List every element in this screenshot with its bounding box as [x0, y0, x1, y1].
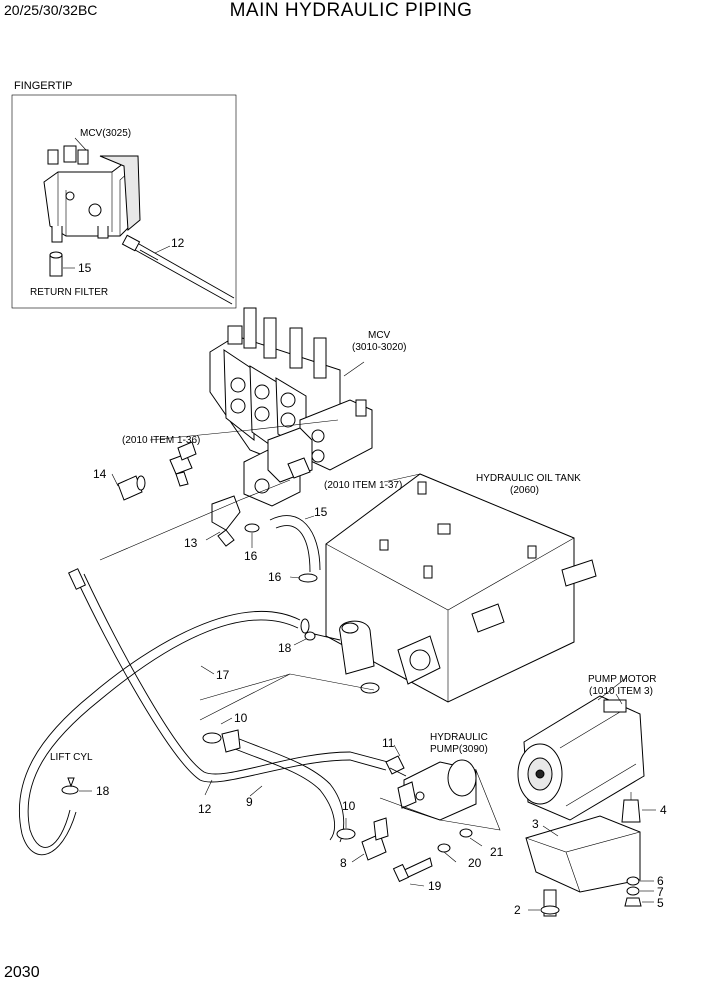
- inset-mcv-label: MCV(3025): [80, 128, 132, 139]
- callout-10b: 10: [342, 799, 356, 813]
- callout-6: 6: [657, 874, 664, 888]
- part-10-clamp: [202, 732, 222, 744]
- callout-4: 4: [660, 803, 667, 817]
- hose-17: [27, 619, 299, 848]
- callout-3: 3: [532, 817, 539, 831]
- callout-18b: 18: [96, 784, 110, 798]
- hydraulic-oil-tank: [325, 473, 597, 703]
- page-title: MAIN HYDRAULIC PIPING: [229, 0, 473, 21]
- pump-motor-ref-label: (1010 ITEM 3): [589, 686, 653, 697]
- callout-10a: 10: [234, 711, 248, 725]
- part-21-washer: [459, 828, 473, 838]
- hose-9: [227, 745, 336, 841]
- part-4-mount: [621, 799, 641, 823]
- fingertip-inset-frame: [11, 94, 237, 309]
- pump-motor-label: PUMP MOTOR: [588, 674, 657, 685]
- model-code: 20/25/30/32BC: [4, 2, 98, 18]
- part-18-lift-cyl: [61, 785, 79, 795]
- item37-label: (2010 ITEM 1-37): [324, 480, 403, 491]
- callout-9: 9: [246, 795, 253, 809]
- part-7-washer: [626, 886, 640, 896]
- item36-label: (2010 ITEM 1-36): [122, 435, 201, 446]
- part-16-clamp: [244, 523, 260, 533]
- part-8-elbow: [361, 833, 387, 861]
- inset-mcv-block: [43, 145, 141, 243]
- callout-17: 17: [216, 668, 230, 682]
- inset-title: FINGERTIP: [14, 80, 73, 92]
- inset-callout-12: 12: [171, 236, 185, 250]
- callout-8: 8: [340, 856, 347, 870]
- inset-return-filter-label: RETURN FILTER: [30, 287, 109, 298]
- part-16-clamp-b: [298, 573, 318, 583]
- inset-hose-12: [127, 245, 233, 305]
- callout-19: 19: [428, 879, 442, 893]
- part-18-fitting: [304, 631, 316, 641]
- callout-14: 14: [93, 467, 107, 481]
- lift-cyl-label: LIFT CYL: [50, 752, 93, 763]
- callout-13: 13: [184, 536, 198, 550]
- part-20-washer: [437, 843, 451, 853]
- oil-tank-ref-label: (2060): [510, 485, 539, 496]
- callout-11: 11: [382, 736, 395, 750]
- part-10-clamp-b: [336, 828, 356, 840]
- hydraulic-pump-label: HYDRAULIC: [430, 732, 488, 743]
- callout-16a: 16: [244, 549, 258, 563]
- callout-21: 21: [490, 845, 504, 859]
- part-14-plug: [117, 475, 143, 501]
- callout-5: 5: [657, 896, 664, 910]
- hydraulic-pump: [397, 759, 477, 821]
- part-13-elbow: [211, 495, 241, 531]
- part-5-nut: [624, 897, 642, 907]
- hose-12: [75, 577, 387, 783]
- callout-2: 2: [514, 903, 521, 917]
- callout-7: 7: [657, 885, 664, 899]
- pump-motor: [517, 695, 645, 821]
- mcv-ref-label: (3010-3020): [352, 342, 407, 353]
- inset-callout-15: 15: [78, 261, 92, 275]
- callout-18a: 18: [278, 641, 292, 655]
- mcv-valve-bank: [209, 307, 373, 507]
- mcv-label: MCV: [368, 330, 391, 341]
- hydraulic-pump-ref-label: PUMP(3090): [430, 744, 488, 755]
- part-3-bracket: [525, 815, 641, 893]
- hose-15: [269, 515, 321, 571]
- part-6-washer: [626, 876, 640, 886]
- callout-15: 15: [314, 505, 328, 519]
- callout-20: 20: [468, 856, 482, 870]
- page-number: 2030: [4, 964, 40, 981]
- part-11-fitting: [385, 755, 405, 775]
- callout-12: 12: [198, 802, 212, 816]
- oil-tank-label: HYDRAULIC OIL TANK: [476, 473, 581, 484]
- callout-16b: 16: [268, 570, 282, 584]
